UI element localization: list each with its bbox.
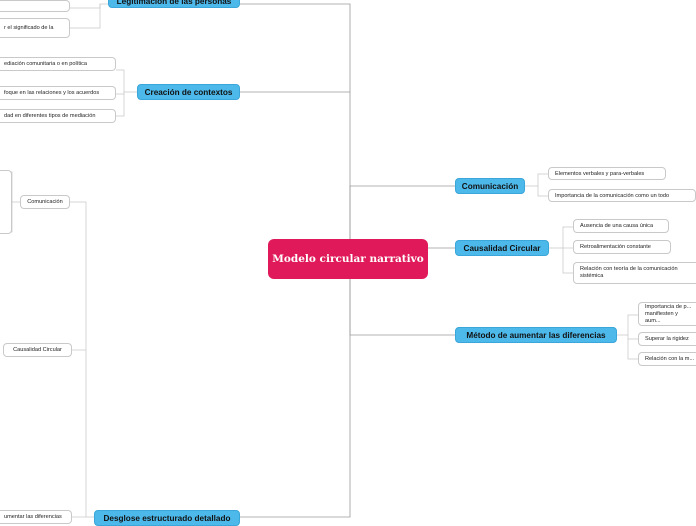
subtopic-superar-rigidez[interactable]: Superar la rigidez — [638, 332, 696, 346]
subtopic-elementos-verbales[interactable]: Elementos verbales y para-verbales — [548, 167, 666, 180]
topic-metodo-aumentar[interactable]: Método de aumentar las diferencias — [455, 327, 617, 343]
topic-causalidad-circular[interactable]: Causalidad Circular — [455, 240, 549, 256]
subtopic-relacion-teoria[interactable]: Relación con teoría de la comunicación s… — [573, 262, 696, 284]
subtopic-mediacion-comunitaria[interactable]: ediación comunitaria o en política — [0, 57, 116, 71]
subtopic-significado[interactable]: r el significado de la — [0, 18, 70, 38]
topic-creacion-contextos[interactable]: Creación de contextos — [137, 84, 240, 100]
subtopic-importancia-p[interactable]: Importancia de p... manifiesten y aum... — [638, 302, 696, 326]
subtopic-retroalimentacion[interactable]: Retroalimentación constante — [573, 240, 671, 254]
subtopic-left-causalidad[interactable]: Causalidad Circular — [3, 343, 72, 357]
topic-legitimacion[interactable]: Legitimación de las personas — [108, 0, 240, 8]
subtopic-importancia-comunicacion[interactable]: Importancia de la comunicación como un t… — [548, 189, 696, 202]
subtopic-left-aumentar[interactable]: umentar las diferencias — [0, 510, 72, 524]
subtopic-ausencia-causa[interactable]: Ausencia de una causa única — [573, 219, 669, 233]
subtopic-left-comunicacion[interactable]: Comunicación — [20, 195, 70, 209]
subtopic-enfoque-relaciones[interactable]: foque en las relaciones y los acuerdos — [0, 86, 116, 100]
subtopic-relacion-m[interactable]: Relación con la m... — [638, 352, 696, 366]
subtopic-tipos-mediacion[interactable]: dad en diferentes tipos de mediación — [0, 109, 116, 123]
root-topic[interactable]: Modelo circular narrativo — [268, 239, 428, 279]
topic-desglose[interactable]: Desglose estructurado detallado — [94, 510, 240, 526]
topic-comunicacion[interactable]: Comunicación — [455, 178, 525, 194]
subtopic-legitimacion-1[interactable] — [0, 0, 70, 12]
subtopic-left-comunicacion-group — [0, 170, 12, 234]
